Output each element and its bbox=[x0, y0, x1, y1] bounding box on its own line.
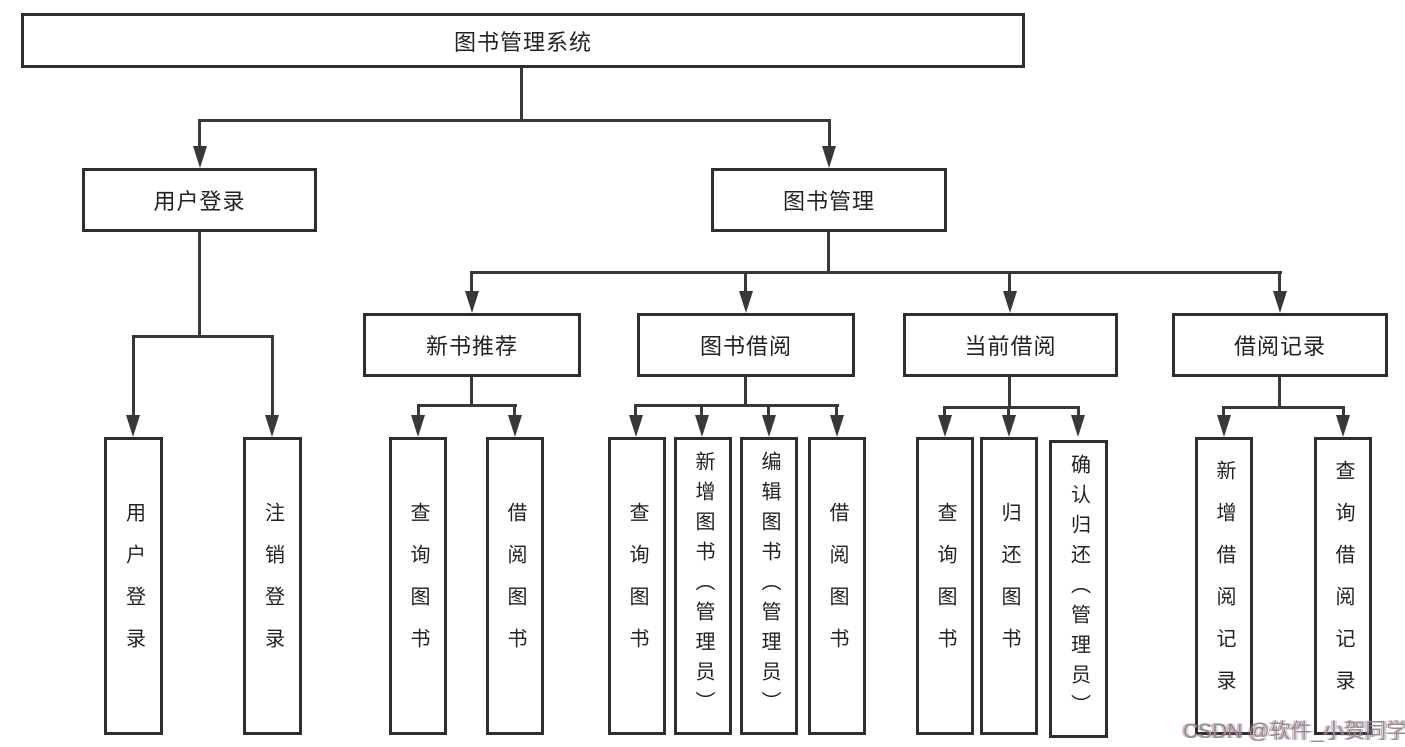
leaf-query-borrow-record: 查询借阅记录 bbox=[1314, 437, 1372, 735]
connector-root-stem bbox=[520, 68, 523, 119]
connector-leaf-stub bbox=[943, 406, 946, 415]
connector-root-to-book-mgmt bbox=[828, 119, 831, 147]
leaf-label: 新增图书（管理员） bbox=[692, 451, 714, 721]
connector-book-mgmt-rail bbox=[470, 271, 1282, 274]
node-current-borrowing: 当前借阅 bbox=[903, 313, 1118, 377]
node-borrowing-records: 借阅记录 bbox=[1172, 313, 1388, 377]
node-user-login-branch: 用户登录 bbox=[82, 168, 317, 232]
leaf-logout: 注销登录 bbox=[243, 437, 302, 735]
node-book-borrowing: 图书借阅 bbox=[637, 313, 855, 377]
node-label: 当前借阅 bbox=[964, 334, 1057, 359]
node-label: 图书管理系统 bbox=[453, 29, 592, 55]
leaf-label: 编辑图书（管理员） bbox=[758, 451, 780, 721]
connector-leaf-stub bbox=[1342, 406, 1345, 415]
arrowhead-icon bbox=[629, 415, 643, 437]
connector-to-new-book bbox=[470, 271, 473, 291]
connector-book-borrow-rail bbox=[635, 404, 839, 407]
connector-to-borrow-records bbox=[1278, 271, 1281, 291]
connector-leaf-stub bbox=[513, 404, 516, 415]
node-label: 图书借阅 bbox=[699, 334, 792, 359]
leaf-label: 借阅图书 bbox=[504, 502, 526, 670]
connector-leaf-stub bbox=[700, 404, 703, 415]
leaf-query-books-1: 查询图书 bbox=[389, 437, 447, 735]
leaf-label: 确认归还（管理员） bbox=[1067, 454, 1090, 724]
leaf-label: 查询图书 bbox=[407, 502, 429, 670]
arrowhead-icon bbox=[465, 291, 479, 313]
connector-root-rail bbox=[198, 119, 831, 122]
arrowhead-icon bbox=[938, 415, 952, 437]
node-new-book-recommend: 新书推荐 bbox=[363, 313, 581, 377]
connector-to-book-borrow bbox=[744, 271, 747, 291]
connector-to-leaf-logout bbox=[271, 335, 274, 415]
leaf-label: 查询借阅记录 bbox=[1332, 460, 1354, 712]
arrowhead-icon bbox=[411, 415, 425, 437]
connector-leaf-stub bbox=[1077, 406, 1080, 415]
arrowhead-icon bbox=[695, 415, 709, 437]
arrowhead-icon bbox=[265, 415, 279, 437]
csdn-watermark: CSDN @软件_小贺同学 bbox=[1183, 720, 1405, 743]
connector-book-mgmt-stem bbox=[827, 232, 830, 271]
connector-root-to-user-login bbox=[198, 119, 201, 147]
leaf-user-login: 用户登录 bbox=[104, 437, 163, 735]
leaf-return-book: 归还图书 bbox=[980, 437, 1038, 735]
arrowhead-icon bbox=[762, 415, 776, 437]
connector-borrow-records-rail bbox=[1223, 406, 1345, 409]
leaf-query-books-2: 查询图书 bbox=[608, 437, 666, 735]
node-label: 图书管理 bbox=[782, 189, 875, 214]
arrowhead-icon bbox=[1273, 291, 1287, 313]
leaf-add-borrow-record: 新增借阅记录 bbox=[1195, 437, 1253, 735]
connector-current-borrow-stem bbox=[1008, 377, 1011, 406]
connector-leaf-stub bbox=[417, 404, 420, 415]
connector-leaf-stub bbox=[1222, 406, 1225, 415]
arrowhead-icon bbox=[1336, 415, 1350, 437]
leaf-borrow-books-2: 借阅图书 bbox=[808, 437, 866, 735]
connector-user-login-stem bbox=[198, 232, 201, 335]
connector-user-login-rail bbox=[132, 335, 274, 338]
arrowhead-icon bbox=[1003, 291, 1017, 313]
connector-book-borrow-stem bbox=[744, 377, 747, 404]
leaf-label: 借阅图书 bbox=[826, 502, 848, 670]
arrowhead-icon bbox=[1071, 415, 1085, 437]
node-label: 借阅记录 bbox=[1233, 334, 1326, 359]
leaf-label: 查询图书 bbox=[626, 502, 648, 670]
arrowhead-icon bbox=[508, 415, 522, 437]
leaf-confirm-return-admin: 确认归还（管理员） bbox=[1049, 440, 1108, 738]
node-label: 用户登录 bbox=[153, 189, 246, 214]
connector-to-leaf-login bbox=[132, 335, 135, 415]
leaf-borrow-books-1: 借阅图书 bbox=[486, 437, 544, 735]
connector-current-borrow-rail bbox=[944, 406, 1080, 409]
node-root-library-management-system: 图书管理系统 bbox=[21, 13, 1025, 68]
leaf-query-books-3: 查询图书 bbox=[916, 437, 974, 735]
arrowhead-icon bbox=[822, 146, 836, 168]
connector-leaf-stub bbox=[1007, 406, 1010, 415]
leaf-label: 用户登录 bbox=[122, 502, 145, 670]
leaf-label: 查询图书 bbox=[934, 502, 956, 670]
connector-new-book-rail bbox=[417, 404, 517, 407]
leaf-add-book-admin: 新增图书（管理员） bbox=[674, 437, 732, 735]
arrowhead-icon bbox=[830, 415, 844, 437]
arrowhead-icon bbox=[193, 146, 207, 168]
arrowhead-icon bbox=[1002, 415, 1016, 437]
node-book-management-branch: 图书管理 bbox=[711, 168, 947, 232]
connector-leaf-stub bbox=[835, 404, 838, 415]
node-label: 新书推荐 bbox=[425, 334, 518, 359]
connector-new-book-stem bbox=[470, 377, 473, 404]
connector-to-current-borrow bbox=[1008, 271, 1011, 291]
leaf-label: 归还图书 bbox=[998, 502, 1020, 670]
arrowhead-icon bbox=[1217, 415, 1231, 437]
arrowhead-icon bbox=[739, 291, 753, 313]
connector-leaf-stub bbox=[767, 404, 770, 415]
leaf-label: 新增借阅记录 bbox=[1213, 460, 1235, 712]
arrowhead-icon bbox=[126, 415, 140, 437]
connector-borrow-records-stem bbox=[1278, 377, 1281, 406]
leaf-edit-book-admin: 编辑图书（管理员） bbox=[740, 437, 798, 735]
connector-leaf-stub bbox=[634, 404, 637, 415]
leaf-label: 注销登录 bbox=[261, 502, 284, 670]
